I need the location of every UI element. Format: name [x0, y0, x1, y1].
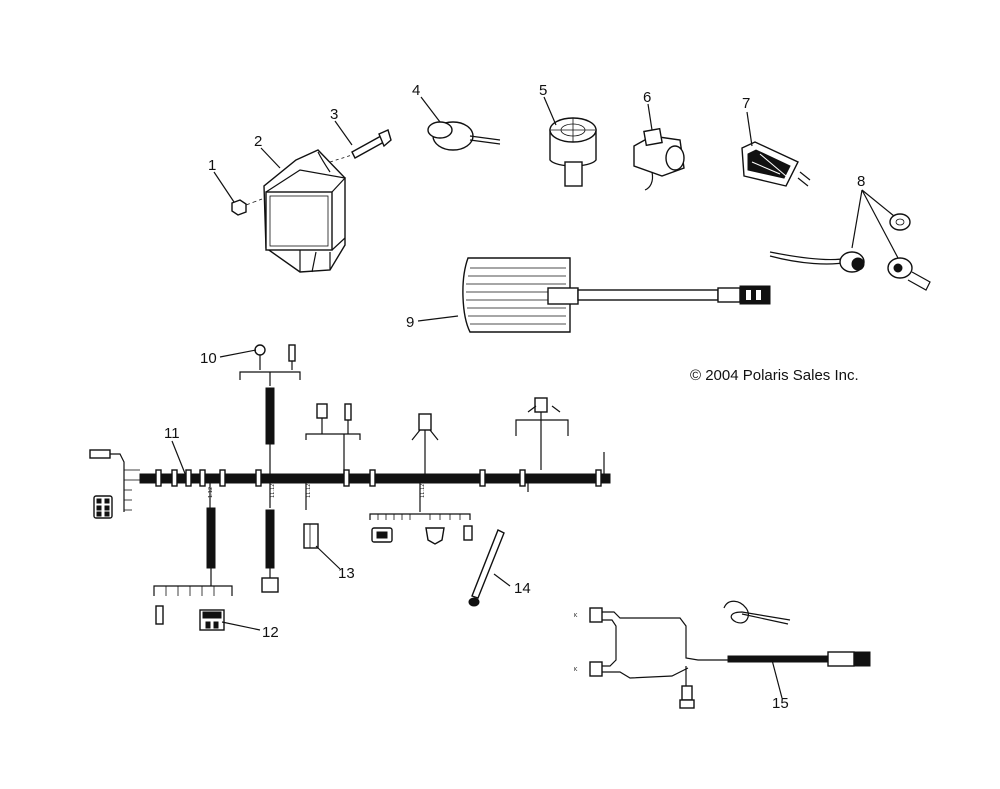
callout-6: 6 — [643, 89, 651, 106]
part-7-relay[interactable] — [741, 141, 811, 187]
callout-5: 5 — [539, 82, 547, 99]
svg-text:K: K — [574, 613, 578, 619]
callout-13: 13 — [338, 565, 355, 582]
callout-1: 1 — [208, 157, 216, 174]
part-12-fuse-block[interactable] — [153, 585, 233, 631]
callout-9: 9 — [406, 314, 414, 331]
svg-text:11.12: 11.12 — [420, 484, 426, 498]
svg-text:11.12: 11.12 — [270, 484, 276, 498]
callout-10: 10 — [200, 350, 217, 367]
part-10-terminals[interactable] — [239, 344, 301, 386]
part-6-switch-housing[interactable] — [633, 127, 685, 191]
part-4-switch[interactable] — [427, 121, 501, 151]
callout-15: 15 — [772, 695, 789, 712]
leader-lines — [171, 96, 899, 699]
part-11-main-harness[interactable]: 1.12 11.12 11.12 11.12 — [89, 387, 611, 593]
part-15-sub-harness[interactable]: K K — [574, 600, 871, 709]
callout-labels: 1 2 3 4 5 6 7 8 9 10 11 12 13 14 15 — [164, 82, 865, 712]
callout-7: 7 — [742, 95, 750, 112]
callout-12: 12 — [262, 624, 279, 641]
callout-3: 3 — [330, 106, 338, 123]
part-5-horn[interactable] — [549, 117, 597, 187]
copyright-notice: © 2004 Polaris Sales Inc. — [690, 367, 859, 384]
part-13-connector[interactable] — [303, 523, 319, 549]
part-8-sensor-assembly[interactable] — [769, 213, 931, 291]
callout-8: 8 — [857, 173, 865, 190]
callout-14: 14 — [514, 580, 531, 597]
svg-text:11.12: 11.12 — [306, 484, 312, 498]
part-2-module[interactable] — [263, 149, 347, 273]
callout-11: 11 — [164, 425, 180, 442]
part-9-control-module[interactable] — [462, 257, 771, 333]
svg-text:K: K — [574, 667, 578, 673]
part-3-bolt[interactable] — [329, 129, 392, 163]
callout-4: 4 — [412, 82, 420, 99]
part-1-nut[interactable] — [231, 198, 263, 216]
part-14-cable-tie[interactable] — [468, 529, 505, 607]
callout-2: 2 — [254, 133, 262, 150]
svg-text:1.12: 1.12 — [208, 487, 214, 498]
